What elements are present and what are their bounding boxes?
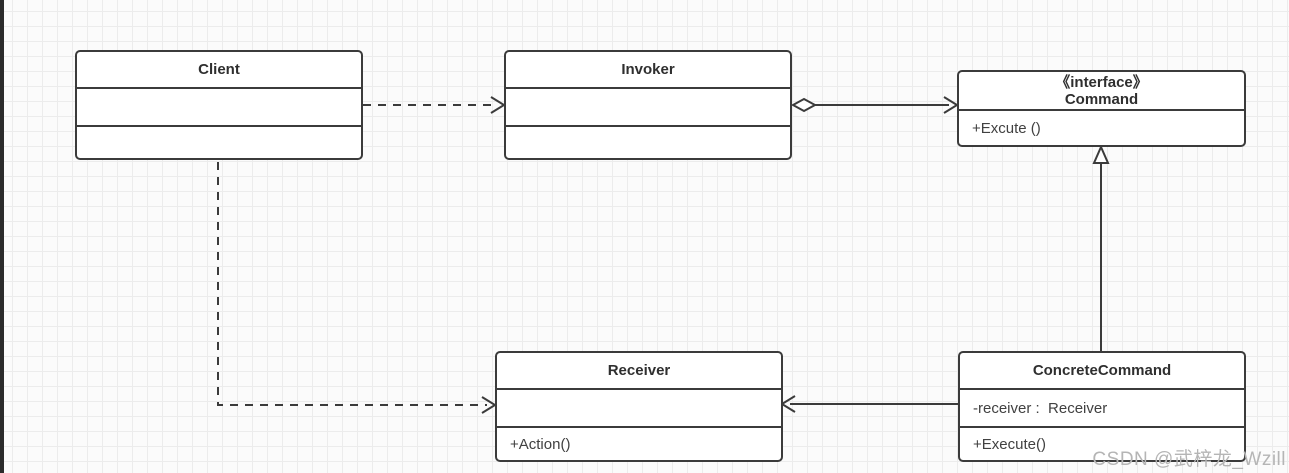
class-command-stereotype: 《interface》 (1055, 73, 1148, 91)
class-client-attributes-section (77, 87, 361, 125)
class-receiver: Receiver +Action() (495, 351, 783, 462)
class-receiver-methods-section: +Action() (497, 426, 781, 460)
class-concretecommand-methods-section: +Execute() (960, 426, 1244, 460)
aggregation-diamond (790, 97, 818, 113)
connector-concretecommand-receiver-association (780, 395, 958, 413)
realization-triangle (1092, 144, 1110, 164)
connector-concretecommand-command-realization (1092, 144, 1110, 351)
class-client: Client (75, 50, 363, 160)
class-command-title: 《interface》 Command (959, 72, 1244, 109)
class-concretecommand-method: +Execute() (973, 435, 1046, 453)
class-client-title: Client (198, 61, 240, 78)
class-command: 《interface》 Command +Excute () (957, 70, 1246, 147)
class-command-name: Command (1064, 90, 1139, 108)
class-invoker-title: Invoker (621, 61, 675, 78)
class-concretecommand-attributes-section: -receiver : Receiver (960, 388, 1244, 426)
connector-client-receiver-dependency (217, 162, 497, 414)
class-receiver-attributes-section (497, 388, 781, 426)
class-invoker-methods-section (506, 125, 790, 158)
class-command-method: +Excute () (972, 119, 1041, 137)
class-invoker-attributes-section (506, 87, 790, 125)
class-concretecommand-attribute: -receiver : Receiver (973, 399, 1108, 417)
class-concretecommand: ConcreteCommand -receiver : Receiver +Ex… (958, 351, 1246, 462)
watermark: CSDN @武梓龙_Wzill (1092, 449, 1286, 470)
class-invoker: Invoker (504, 50, 792, 160)
connector-invoker-command-aggregation (790, 96, 959, 114)
class-receiver-method: +Action() (510, 435, 571, 453)
class-concretecommand-title: ConcreteCommand (1032, 362, 1172, 379)
class-client-methods-section (77, 125, 361, 158)
class-receiver-title: Receiver (607, 362, 671, 379)
connector-client-invoker-dependency (363, 96, 506, 114)
canvas-left-edge (0, 0, 4, 473)
class-command-methods-section: +Excute () (959, 109, 1244, 145)
